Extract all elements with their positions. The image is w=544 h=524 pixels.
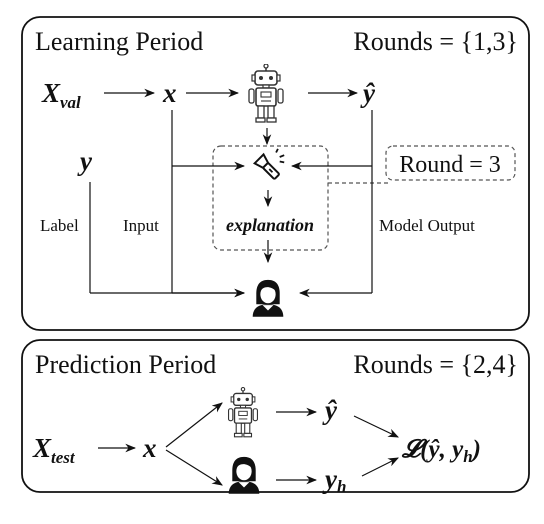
round-note-box — [385, 145, 516, 181]
arrow-yh-to-loss — [361, 457, 399, 477]
y-hat-learning: ŷ — [360, 78, 376, 108]
loss-expression: 𝓛(ŷ, yh) — [401, 436, 481, 466]
y-symbol-learning: y — [77, 146, 93, 176]
explanation-label: explanation — [226, 215, 314, 235]
x-test-symbol: Xtest — [32, 433, 76, 467]
label-text: Label — [40, 216, 79, 235]
explanation-box — [212, 145, 329, 251]
x-symbol-prediction: x — [142, 433, 157, 463]
x-symbol-learning: x — [162, 78, 177, 108]
model-output-text: Model Output — [379, 216, 475, 235]
prediction-period-panel — [21, 339, 530, 493]
arrow-yhat-to-loss — [353, 415, 399, 438]
y-hat-prediction: ŷ — [322, 395, 338, 425]
arrow-x-to-human-prediction-visible — [165, 449, 223, 486]
prediction-rounds-label: Rounds = {2,4} — [353, 350, 518, 379]
arrow-x-to-robot-prediction — [165, 402, 223, 448]
prediction-period-title: Prediction Period — [35, 350, 216, 379]
learning-rounds-label: Rounds = {1,3} — [353, 27, 518, 56]
round-note-label: Round = 3 — [399, 152, 501, 178]
round-note-connector — [328, 180, 389, 184]
learning-period-title: Learning Period — [35, 27, 203, 56]
y-h-symbol: yh — [322, 464, 346, 496]
x-val-symbol: Xval — [41, 78, 81, 112]
input-text: Input — [123, 216, 159, 235]
